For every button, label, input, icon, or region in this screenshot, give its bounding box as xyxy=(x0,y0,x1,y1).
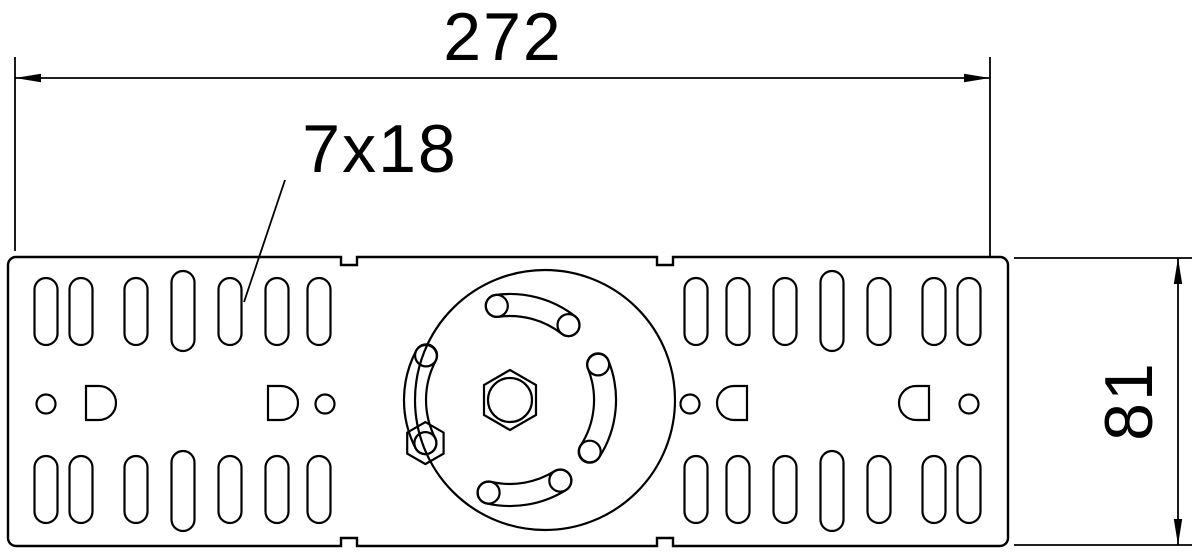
slot-end-hole xyxy=(476,480,501,505)
pivot-bolt-shank xyxy=(486,376,534,424)
slot-hole-7x18 xyxy=(217,454,243,525)
d-shaped-hole xyxy=(266,384,300,422)
right-slot-field xyxy=(679,269,982,533)
arrowhead-up-icon xyxy=(1173,258,1183,284)
slot-hole-7x18 xyxy=(123,276,149,347)
slot-hole-7x18 xyxy=(264,454,290,525)
slot-hole-7x18 xyxy=(217,276,243,347)
slot-hole-long xyxy=(170,449,196,533)
round-hole xyxy=(958,393,980,415)
slot-end-hole xyxy=(556,313,581,338)
slot-hole-long xyxy=(819,449,845,533)
slot-hole-7x18 xyxy=(683,454,709,525)
plate-outline xyxy=(6,255,1010,548)
slot-hole-7x18 xyxy=(725,276,751,347)
arrowhead-down-icon xyxy=(1173,519,1183,545)
slot-hole-7x18 xyxy=(306,454,332,525)
round-hole xyxy=(679,393,701,415)
round-hole xyxy=(314,393,336,415)
slot-hole-7x18 xyxy=(68,276,94,347)
slot-hole-7x18 xyxy=(772,454,798,525)
d-shaped-hole xyxy=(715,384,749,422)
arc-slot-bottom xyxy=(476,468,573,508)
d-shaped-hole xyxy=(897,384,931,422)
slot-hole-7x18 xyxy=(866,276,892,347)
dimension-length: 272 xyxy=(14,0,991,256)
slot-hole-7x18 xyxy=(866,454,892,525)
slot-hole-7x18 xyxy=(956,454,982,525)
dimension-height: 81 xyxy=(1014,257,1192,546)
slot-hole-long xyxy=(170,269,196,353)
round-hole xyxy=(35,393,57,415)
left-slot-field xyxy=(33,269,336,533)
height-dimension-value: 81 xyxy=(1091,361,1167,441)
slot-size-value: 7x18 xyxy=(302,111,457,187)
slot-hole-7x18 xyxy=(956,276,982,347)
slot-hole-7x18 xyxy=(33,454,59,525)
arrowhead-right-icon xyxy=(964,73,990,83)
slot-hole-7x18 xyxy=(772,276,798,347)
slot-end-hole xyxy=(413,431,438,456)
slot-end-hole xyxy=(577,439,602,464)
slot-size-callout: 7x18 xyxy=(243,111,457,303)
slot-hole-7x18 xyxy=(683,276,709,347)
slot-hole-7x18 xyxy=(306,276,332,347)
slot-hole-7x18 xyxy=(68,454,94,525)
slot-hole-7x18 xyxy=(725,454,751,525)
slot-end-hole xyxy=(484,293,509,318)
slot-end-hole xyxy=(585,352,611,377)
d-shaped-hole xyxy=(84,384,118,422)
nut-hexagon xyxy=(406,420,445,466)
length-dimension-value: 272 xyxy=(443,0,562,75)
slot-hole-7x18 xyxy=(123,454,149,525)
swivel-joint xyxy=(402,268,677,532)
slot-hole-7x18 xyxy=(921,454,947,525)
slot-hole-7x18 xyxy=(33,276,59,347)
pivot-bolt-hexagon xyxy=(482,368,538,432)
arc-slot-right xyxy=(577,352,618,464)
slot-end-hole xyxy=(414,343,439,368)
slot-hole-7x18 xyxy=(264,276,290,347)
arrowhead-left-icon xyxy=(15,73,41,83)
leader-line xyxy=(243,179,286,303)
slot-hole-7x18 xyxy=(921,276,947,347)
slot-end-hole xyxy=(548,468,573,493)
slot-hole-long xyxy=(819,269,845,353)
swivel-disc-outline xyxy=(413,268,677,532)
